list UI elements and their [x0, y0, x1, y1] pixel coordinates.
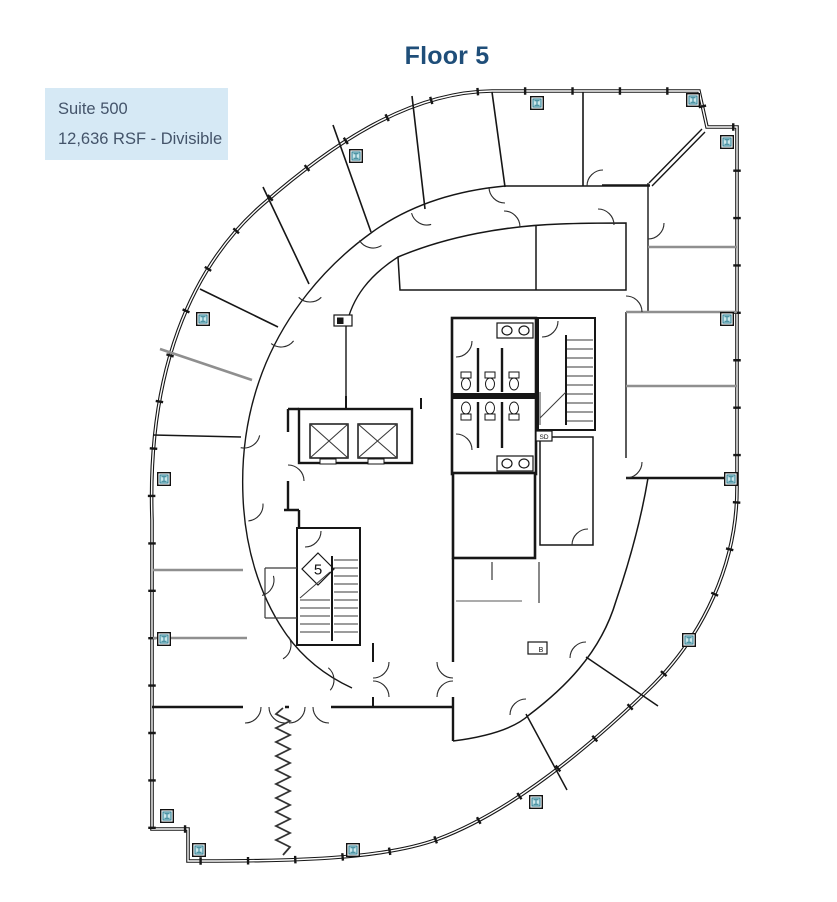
elevator-car-icon — [309, 423, 349, 459]
hvac-marker-icon — [158, 633, 171, 646]
stairwell-right — [537, 317, 596, 431]
hvac-marker-icon — [161, 810, 174, 823]
suite-size: 12,636 RSF - Divisible — [58, 130, 223, 148]
demising-walls-gray — [153, 245, 737, 640]
top-interior-rooms — [397, 222, 627, 291]
elevator-car-icon — [357, 423, 398, 459]
suite-name: Suite 500 — [58, 100, 128, 118]
hvac-marker-icon — [725, 473, 738, 486]
floor-number-diamond — [301, 552, 335, 586]
sensor-box-b: B — [527, 641, 548, 655]
hvac-marker-icon — [197, 313, 210, 326]
building-outline — [147, 87, 741, 865]
ring-partition-walls — [152, 91, 584, 438]
restroom-divider-wall — [452, 393, 536, 399]
annotation-symbols: SD B — [333, 314, 553, 655]
stairwell-left: 5 — [264, 527, 361, 646]
electrical-panel-icon — [333, 314, 353, 327]
hvac-marker-icon — [350, 150, 363, 163]
suite-label-box: Suite 500 12,636 RSF - Divisible — [45, 88, 228, 160]
page-title: Floor 5 — [404, 42, 490, 70]
elevator-bank — [284, 396, 422, 527]
hvac-marker-icon — [158, 473, 171, 486]
lower-core-rooms — [152, 436, 594, 741]
sink-counter-icon — [496, 322, 534, 339]
bottom-right-rooms — [452, 477, 659, 791]
toilet-icon — [460, 371, 520, 391]
hvac-marker-icon — [721, 136, 734, 149]
sink-counter-icon — [496, 455, 534, 472]
toilet-icon — [460, 401, 520, 421]
hvac-marker-icon — [347, 844, 360, 857]
hvac-marker-icon — [193, 844, 206, 857]
hvac-marker-icon — [531, 97, 544, 110]
restrooms — [450, 316, 538, 476]
sensor-box-b-label: B — [539, 647, 544, 654]
smoke-detector-box: SD — [535, 430, 553, 442]
hvac-marker-icon — [530, 796, 543, 809]
hvac-marker-icon — [683, 634, 696, 647]
hvac-marker-icon — [721, 313, 734, 326]
smoke-detector-label: SD — [539, 434, 548, 441]
hvac-marker-icon — [687, 94, 700, 107]
floor-number: 5 — [314, 562, 322, 579]
divisibility-zigzag-line — [273, 707, 293, 856]
